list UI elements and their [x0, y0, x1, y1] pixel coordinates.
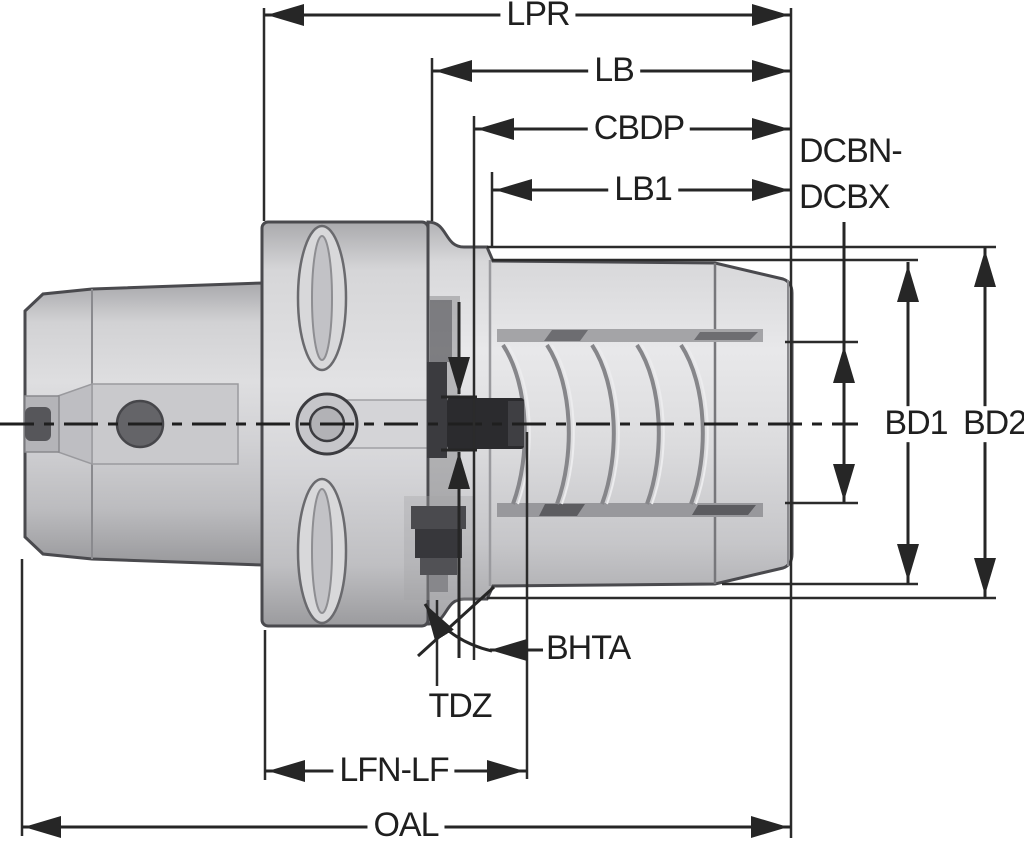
extension-lines — [20, 8, 996, 838]
label-lfn-lf: LFN-LF — [333, 752, 455, 789]
clamping-screw — [404, 496, 474, 600]
label-lpr: LPR — [500, 0, 576, 33]
label-dcbn-line2: DCBX — [799, 178, 890, 216]
label-bhta: BHTA — [546, 629, 631, 668]
flange-groove-bottom — [296, 477, 348, 625]
bhta-callout — [416, 585, 543, 661]
label-cbdp: CBDP — [587, 110, 691, 147]
label-tdz: TDZ — [428, 687, 492, 726]
label-dcbn-line1: DCBN- — [799, 132, 903, 171]
clamping-bore-edges — [497, 329, 763, 517]
label-bd2: BD2 — [957, 405, 1024, 442]
bhta-angle-arc — [423, 603, 493, 653]
label-bd1: BD1 — [878, 405, 954, 442]
shank-end-bore — [25, 407, 51, 441]
bhta-tangent-line — [416, 585, 496, 658]
label-lb: LB — [588, 52, 640, 89]
tube-pin — [447, 398, 524, 449]
tdz-callout — [441, 302, 477, 658]
flange-groove-top — [296, 224, 348, 372]
helical-grooves — [501, 343, 709, 505]
label-lb1: LB1 — [608, 171, 678, 208]
label-oal: OAL — [367, 807, 445, 844]
label-dcbn-dcbx: DCBN- DCBX — [799, 129, 903, 221]
